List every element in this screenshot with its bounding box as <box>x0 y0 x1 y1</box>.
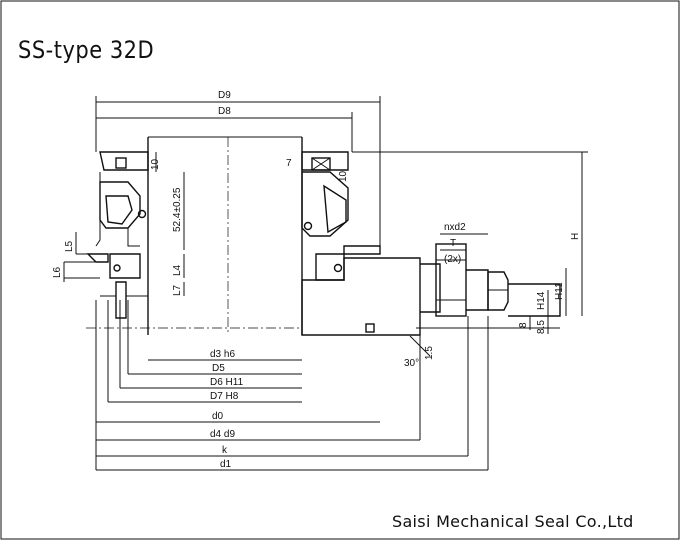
dim-D6: D6 H11 <box>210 377 244 388</box>
dim-L5: L5 <box>64 240 75 252</box>
left-half-section <box>86 151 149 319</box>
dim-H: H <box>570 233 581 240</box>
dim-10: 10 <box>150 158 161 170</box>
dim-8-5: 8.5 <box>536 320 547 334</box>
drawing-title: SS-type 32D <box>18 36 155 64</box>
dim-d4: d4 d9 <box>210 429 235 440</box>
dim-7: 7 <box>286 158 292 169</box>
dim-D8: D8 <box>218 106 231 117</box>
dim-H11: H11 <box>554 282 565 300</box>
dim-k: k <box>222 445 228 456</box>
dim-H14: H14 <box>536 291 547 310</box>
dim-10b: 10 <box>338 170 349 182</box>
dim-30deg: 30° <box>404 358 419 369</box>
dim-D7: D7 H8 <box>210 391 239 402</box>
dim-52-4: 52.4±0.25 <box>172 187 183 232</box>
dim-nxd2: nxd2 <box>444 222 466 233</box>
dim-L6: L6 <box>52 266 63 278</box>
dim-2x: (2x) <box>444 254 461 265</box>
dim-1-5: 1.5 <box>424 346 435 360</box>
dim-D9: D9 <box>218 90 231 101</box>
dim-T: T <box>450 238 456 249</box>
dim-d3: d3 h6 <box>210 349 235 360</box>
right-half-section <box>301 151 561 336</box>
dim-d1: d1 <box>220 459 232 470</box>
dim-d0: d0 <box>212 411 224 422</box>
dim-D5: D5 <box>212 363 225 374</box>
dim-8: 8 <box>518 322 529 328</box>
company-name: Saisi Mechanical Seal Co.,Ltd <box>392 512 634 531</box>
dim-L4: L4 <box>172 264 183 276</box>
dim-L7: L7 <box>172 284 183 296</box>
